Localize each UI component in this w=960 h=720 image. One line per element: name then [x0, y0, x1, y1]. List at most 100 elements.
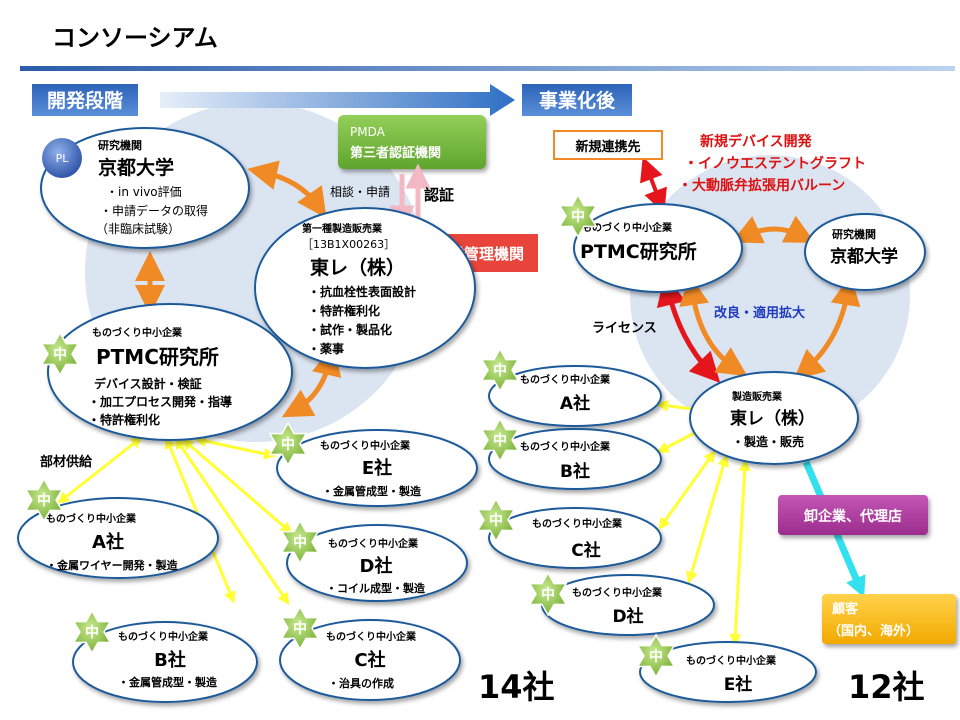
kyoto-dev-line2: ・申請データの取得 [100, 203, 208, 218]
e-dev-cat: ものづくり中小企業 [320, 439, 411, 452]
customer-line1: 顧客 [832, 601, 859, 617]
phase-post-box [522, 84, 632, 116]
sme-star-badge [528, 571, 568, 617]
ptmc-post-cat: ものづくり中小企業 [582, 221, 673, 234]
node-c-dev [279, 619, 461, 701]
title-underline [20, 66, 955, 71]
sme-star-badge-label: 中 [293, 534, 307, 551]
sme-star-badge-label: 中 [571, 208, 585, 225]
toray-dev-line2: ・特許権利化 [308, 303, 380, 318]
ptmc-dev-cat: ものづくり中小企業 [92, 326, 183, 339]
sme-star-badge-label: 中 [649, 648, 663, 665]
toray-post-line: ・製造・販売 [732, 434, 804, 449]
sme-star-badge-label: 中 [53, 346, 67, 363]
wholesale-label: 卸企業、代理店 [804, 508, 902, 525]
customer-line2: （国内、海外） [828, 623, 919, 639]
sme-badges: 中中中中中中中中中中中中 [24, 193, 676, 679]
node-b-dev [72, 621, 258, 703]
improve-label: 改良・適用拡大 [714, 305, 805, 321]
arrow-toray-ptmc [281, 345, 342, 418]
b-dev-line: ・金属管成型・製造 [118, 675, 218, 689]
b-dev-cat: ものづくり中小企業 [118, 630, 209, 643]
phase-arrow [160, 84, 515, 116]
kyoto-dev-line3: （非臨床試験） [96, 221, 180, 236]
sme-star-badge-label: 中 [85, 624, 99, 641]
pl-badge-label: PL [56, 152, 70, 165]
sme-star-badge-label: 中 [541, 586, 555, 603]
phase-post-label: 事業化後 [539, 89, 616, 112]
node-a-post [488, 365, 662, 427]
supply-arrows-dev [57, 435, 293, 605]
kyoto-dev-cat: 研究機関 [98, 138, 142, 152]
e-post-cat: ものづくり中小企業 [686, 654, 777, 667]
arrow-ptmc-kyoto-post [731, 215, 816, 244]
kyoto-dev-name: 京都大学 [98, 156, 174, 179]
new-device-item1: ・イノウエステントグラフト [684, 155, 866, 172]
toray-dev-line4: ・薬事 [308, 341, 344, 356]
pmda-box [338, 115, 486, 169]
a-post-cat: ものづくり中小企業 [520, 373, 611, 386]
d-dev-line: ・コイル成型・製造 [326, 581, 426, 595]
d-post-name: D社 [612, 606, 643, 627]
node-toray-post [689, 371, 859, 465]
node-ptmc-post [573, 203, 743, 293]
new-partner-label: 新規連携先 [575, 139, 640, 155]
certify-label: 認証 [424, 186, 454, 204]
a-dev-name: A社 [92, 531, 124, 553]
node-toray-dev [254, 207, 476, 369]
sme-star-badge-label: 中 [489, 512, 503, 529]
count-post: 12社 [848, 668, 925, 706]
e-dev-name: E社 [362, 457, 392, 479]
page-title: コンソーシアム [52, 24, 218, 52]
kyoto-post-cat: 研究機関 [832, 227, 876, 241]
new-partner-box [553, 130, 663, 160]
sme-star-badge [476, 497, 516, 543]
toray-dev-reg: ［13B1X00263］ [302, 238, 395, 251]
sme-star-badge [280, 519, 320, 565]
sme-star-badge [24, 477, 64, 523]
node-c-post [488, 507, 662, 569]
c-dev-cat: ものづくり中小企業 [326, 630, 417, 643]
c-dev-name: C社 [354, 649, 385, 671]
pl-badge [42, 138, 82, 178]
d-post-cat: ものづくり中小企業 [572, 586, 663, 599]
sme-star-badge [72, 609, 112, 655]
c-post-cat: ものづくり中小企業 [532, 517, 623, 530]
sme-star-badge-label: 中 [281, 436, 295, 453]
sme-star-badge [480, 347, 520, 393]
a-dev-cat: ものづくり中小企業 [46, 512, 137, 525]
customer-box [822, 594, 956, 644]
arrow-improve-right [793, 275, 861, 380]
pmda-line1: PMDA [350, 125, 386, 139]
b-post-name: B社 [560, 461, 590, 482]
kyoto-dev-line1: ・in vivo評価 [106, 184, 182, 199]
arrow-kyoto-toray [247, 160, 327, 219]
sme-star-badge [40, 331, 80, 377]
b-post-cat: ものづくり中小企業 [520, 440, 611, 453]
a-dev-line: ・金属ワイヤー開発・製造 [46, 558, 179, 572]
sme-star-badge [480, 417, 520, 463]
pmda-line2: 第三者認証機関 [350, 145, 441, 161]
consult-label: 相談・申請 [330, 184, 390, 199]
sme-star-badge-label: 中 [293, 620, 307, 637]
node-e-dev [276, 429, 478, 507]
node-e-post [639, 641, 817, 703]
sme-star-badge-label: 中 [493, 432, 507, 449]
new-device-item2: ・大動脈弁拡張用バルーン [678, 177, 845, 194]
toray-post-cat: 製造販売業 [731, 390, 783, 403]
sme-star-badge [558, 193, 598, 239]
toray-dev-name: 東レ（株） [310, 256, 405, 279]
sme-star-badge [636, 633, 676, 679]
node-d-dev [286, 524, 468, 602]
node-kyoto-dev [40, 127, 250, 249]
node-kyoto-post [804, 213, 926, 291]
ptmc-dev-name: PTMC研究所 [96, 345, 219, 369]
d-dev-cat: ものづくり中小企業 [328, 537, 419, 550]
kyoto-post-name: 京都大学 [830, 246, 898, 267]
sme-star-badge-label: 中 [37, 492, 51, 509]
d-dev-name: D社 [360, 555, 393, 577]
license-label: ライセンス [592, 321, 657, 336]
toray-dev-line3: ・試作・製品化 [308, 322, 392, 337]
toray-post-name: 東レ（株） [730, 408, 815, 429]
arrow-newpartner [640, 156, 667, 214]
